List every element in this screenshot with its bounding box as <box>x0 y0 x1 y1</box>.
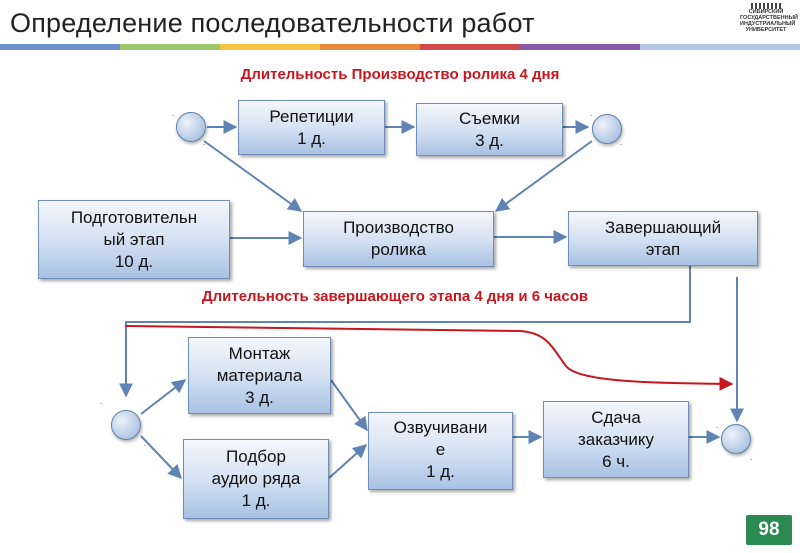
arrow-start-to-production <box>203 140 303 212</box>
task-final-stage[interactable]: Завершающий этап <box>568 211 758 266</box>
arrow-end-to-production <box>494 140 593 212</box>
svg-text:.: . <box>172 109 174 118</box>
header-divider <box>0 44 800 50</box>
event-node-post-start <box>111 410 141 440</box>
top-duration-note: Длительность Производство ролика 4 дня <box>240 66 560 83</box>
svg-text:.: . <box>203 138 205 147</box>
arrow-final-to-post <box>119 266 691 398</box>
task-rehearsals[interactable]: Репетиции 1 д. <box>238 100 385 155</box>
event-node-shooting-end <box>592 114 622 144</box>
task-voiceover[interactable]: Озвучивани е 1 д. <box>368 412 513 490</box>
svg-text:.: . <box>144 439 146 448</box>
arrow-audio-to-voiceover <box>328 444 368 479</box>
arrow-post-to-montage <box>140 379 187 415</box>
task-montage[interactable]: Монтаж материала 3 д. <box>188 337 331 414</box>
task-shooting[interactable]: Съемки 3 д. <box>416 103 563 156</box>
task-rehearsals-label: Репетиции 1 д. <box>269 106 354 148</box>
task-final-stage-label: Завершающий этап <box>604 217 722 259</box>
arrow-montage-to-voiceover <box>330 379 368 432</box>
red-duration-line <box>124 325 734 391</box>
task-preparation-label: Подготовительн ый этап 10 д. <box>70 207 198 271</box>
university-logo: СИБИРСКИЙ ГОСУДАРСТВЕННЫЙ ИНДУСТРИАЛЬНЫЙ… <box>740 3 798 43</box>
svg-text:.: . <box>590 109 592 118</box>
event-node-finish <box>721 424 751 454</box>
task-audio-selection[interactable]: Подбор аудио ряда 1 д. <box>183 439 329 519</box>
task-production-label: Производство ролика <box>343 218 454 259</box>
task-audio-selection-label: Подбор аудио ряда 1 д. <box>211 447 301 510</box>
middle-duration-note: Длительность завершающего этапа 4 дня и … <box>201 288 589 305</box>
task-shooting-label: Съемки 3 д. <box>459 108 520 150</box>
task-delivery-label: Сдача заказчику 6 ч. <box>577 407 655 471</box>
task-preparation[interactable]: Подготовительн ый этап 10 д. <box>38 200 230 279</box>
page-number-badge: 98 <box>746 515 792 545</box>
task-voiceover-label: Озвучивани е 1 д. <box>393 418 488 481</box>
task-montage-label: Монтаж материала 3 д. <box>216 343 303 407</box>
page-title: Определение последовательности работ <box>10 8 535 38</box>
svg-text:.: . <box>100 397 102 406</box>
svg-text:.: . <box>620 138 622 147</box>
event-node-start <box>176 112 206 142</box>
task-delivery[interactable]: Сдача заказчику 6 ч. <box>543 401 689 478</box>
svg-text:.: . <box>750 453 752 462</box>
svg-text:.: . <box>716 421 718 430</box>
logo-text: СИБИРСКИЙ ГОСУДАРСТВЕННЫЙ ИНДУСТРИАЛЬНЫЙ… <box>740 9 798 33</box>
task-production[interactable]: Производство ролика <box>303 211 494 267</box>
arrow-post-to-audio <box>140 435 182 480</box>
